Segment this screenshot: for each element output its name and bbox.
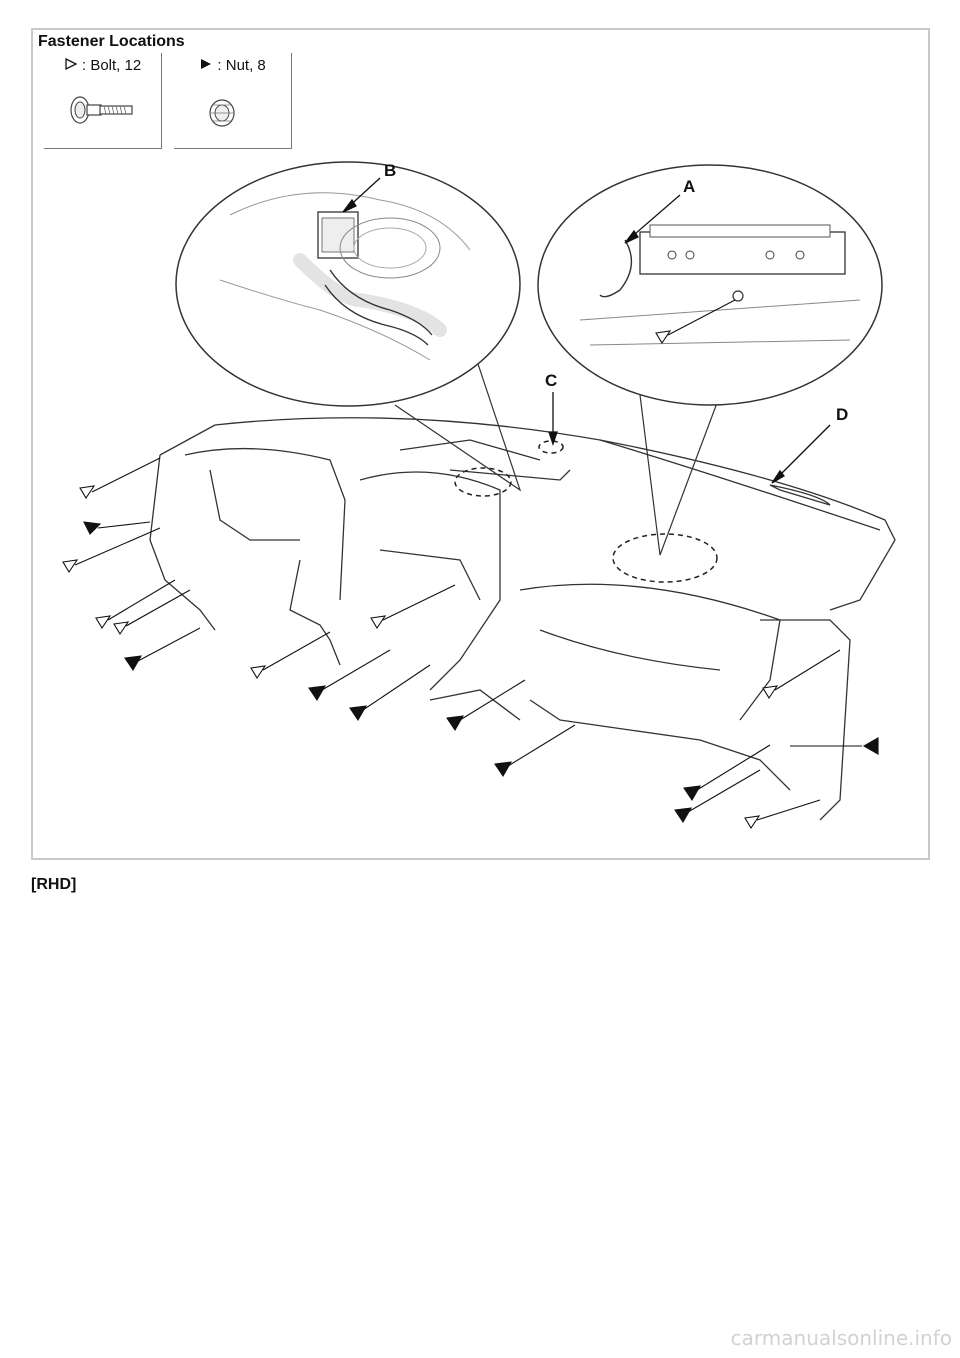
nut-marker xyxy=(674,769,761,824)
legend-bolt-box: : Bolt, 12 xyxy=(44,53,162,149)
nut-marker xyxy=(308,649,391,702)
callout-a: A xyxy=(683,177,695,196)
dashboard-outline xyxy=(149,417,896,821)
filled-triangle-icon xyxy=(201,59,212,69)
legend-title: Fastener Locations xyxy=(38,33,185,50)
callout-b: B xyxy=(384,161,396,180)
legend-nut-box: : Nut, 8 xyxy=(174,53,292,149)
bolt-marker xyxy=(95,579,176,630)
nut-marker xyxy=(494,724,576,778)
nut-marker xyxy=(790,737,879,755)
bolt-icon xyxy=(70,96,133,124)
variant-label: [RHD] xyxy=(31,876,77,893)
fastener-markers xyxy=(62,299,879,830)
legend-bolt-label: : Bolt, 12 xyxy=(44,57,161,74)
nut-marker xyxy=(683,744,771,802)
nut-marker xyxy=(83,521,151,535)
dashed-highlights xyxy=(454,440,718,583)
detail-circle-b xyxy=(175,161,522,492)
bolt-label-text: : Bolt, 12 xyxy=(81,57,142,74)
footer-watermark: carmanualsonline.info xyxy=(730,1326,952,1350)
nut-marker xyxy=(124,627,201,672)
bolt-marker xyxy=(62,527,161,574)
bolt-marker xyxy=(250,631,331,680)
legend-nut-label: : Nut, 8 xyxy=(174,57,291,74)
bolt-marker xyxy=(113,589,191,636)
nut-icon xyxy=(209,99,235,127)
bolt-marker xyxy=(744,799,821,830)
open-triangle-icon xyxy=(65,57,78,71)
bolt-marker xyxy=(762,649,841,700)
bolt-marker xyxy=(79,457,161,500)
callout-leaders xyxy=(342,177,831,484)
nut-marker xyxy=(349,664,431,722)
callout-d: D xyxy=(836,405,848,424)
detail-circle-a xyxy=(537,164,883,556)
bolt-marker xyxy=(370,584,456,630)
nut-label-text: : Nut, 8 xyxy=(217,57,266,74)
bolt-marker xyxy=(655,299,736,345)
callout-c: C xyxy=(545,371,557,390)
nut-marker xyxy=(446,679,526,732)
